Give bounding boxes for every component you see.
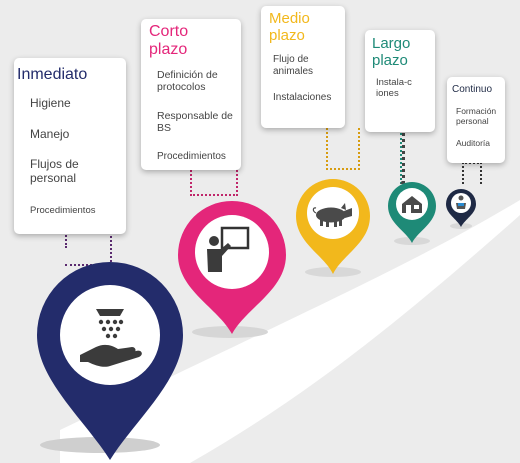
pig-icon: [312, 203, 352, 227]
connector-medio: [326, 128, 360, 170]
road-shape: [60, 200, 520, 463]
person-with-book-icon: [456, 195, 466, 209]
item-formacion-personal: Formación personal: [456, 106, 497, 127]
item-definicion-protocolos: Definición de protocolos: [157, 69, 218, 94]
card-title-medio: Medio plazo: [269, 10, 310, 45]
title-line: Largo: [372, 35, 411, 52]
card-title-corto: Corto plazo: [149, 23, 188, 60]
title-line: plazo: [269, 27, 305, 45]
card-title-inmediato: Inmediato: [17, 66, 87, 84]
item-instalaciones-largo: Instala-ciones: [376, 77, 412, 100]
title-line: Inmediato: [17, 66, 88, 83]
pin-continuo: [446, 189, 476, 227]
title-line: Medio: [269, 10, 310, 27]
card-corto: Corto plazo Definición de protocolos Res…: [141, 19, 241, 170]
item-flujos-personal: Flujos de personal: [30, 157, 79, 186]
pin-inmediato: [37, 262, 183, 460]
item-manejo: Manejo: [30, 127, 70, 141]
card-inmediato: Inmediato Higiene Manejo Flujos de perso…: [14, 58, 126, 234]
pin-shadow-corto: [192, 326, 268, 338]
pin-medio: [296, 179, 370, 274]
card-largo: Largo plazo Instala-ciones: [365, 30, 435, 132]
item-instalaciones-medio: Instalaciones: [273, 92, 332, 103]
item-responsable-bs: Responsable de BS: [157, 110, 233, 135]
item-auditoria: Auditoría: [456, 138, 491, 148]
title-line: Continuo: [452, 84, 493, 95]
presenter-at-board-icon: [207, 226, 250, 272]
connector-corto: [190, 170, 238, 196]
pin-corto: [177, 200, 286, 334]
connector-largo: [400, 133, 405, 184]
pin-largo: [388, 182, 436, 243]
card-continuo: Continuo Formación personal Auditoría: [447, 77, 505, 163]
card-title-continuo: Continuo: [452, 84, 492, 96]
title-line: plazo: [149, 41, 188, 59]
connector-inmediato: [65, 232, 112, 266]
item-higiene: Higiene: [30, 96, 71, 110]
title-line: Corto: [149, 23, 189, 40]
card-title-largo: Largo plazo: [372, 35, 410, 70]
card-medio: Medio plazo Flujo de animales Instalacio…: [261, 6, 345, 128]
hand-with-falling-powder-icon: [80, 309, 142, 367]
title-line: plazo: [372, 52, 408, 70]
connector-inmediato-drop: [65, 232, 67, 248]
farm-building-icon: [402, 196, 422, 213]
connector-continuo: [462, 162, 482, 184]
item-procedimientos: Procedimientos: [30, 205, 96, 216]
item-flujo-animales: Flujo de animales: [273, 54, 314, 77]
item-procedimientos-corto: Procedimientos: [157, 151, 226, 162]
